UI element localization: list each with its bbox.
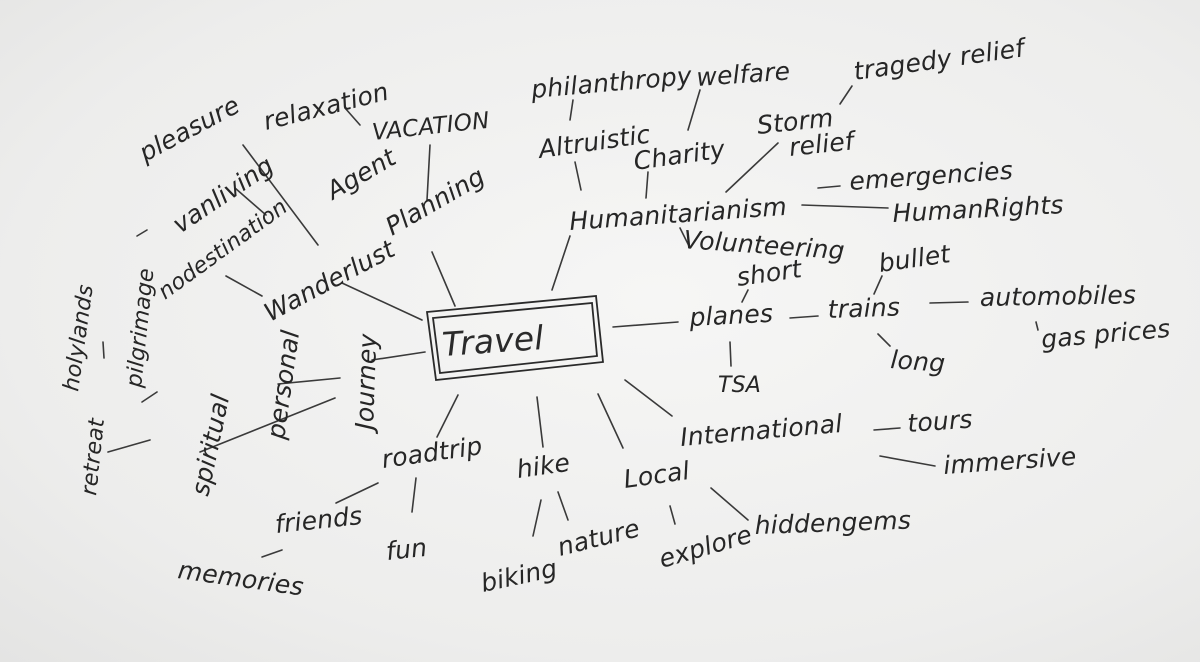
link-local-explore xyxy=(669,505,676,525)
node-tsa: TSA xyxy=(718,373,761,398)
link-humanitarianism-emergencies xyxy=(817,185,841,189)
link-travel-wanderlust xyxy=(341,282,423,321)
node-biking: biking xyxy=(478,553,559,597)
node-pleasure: pleasure xyxy=(133,90,244,168)
link-humanitarianism-humanrights xyxy=(801,204,889,209)
link-spiritual-retreat xyxy=(107,439,151,453)
node-wanderlust: Wanderlust xyxy=(259,234,400,328)
link-planes-trains xyxy=(789,315,819,319)
node-welfare: welfare xyxy=(695,57,791,92)
link-trains-bullet xyxy=(873,275,883,295)
center-node-box xyxy=(425,295,604,381)
node-hidden-gems: hiddengems xyxy=(754,506,911,540)
link-altruistic-philanthropy xyxy=(569,99,574,121)
link-international-tours xyxy=(873,427,901,431)
node-philanthropy: philanthropy xyxy=(529,61,694,104)
node-holylands: holylands xyxy=(59,283,99,393)
link-international-immersive xyxy=(879,455,936,467)
link-travel-journey xyxy=(371,351,426,361)
node-relief: relief xyxy=(788,126,859,162)
link-spiritual-pilgrimage xyxy=(141,391,158,403)
link-altruistic-humanitarianism xyxy=(574,161,582,191)
node-fun: fun xyxy=(385,533,429,566)
link-hike-nature xyxy=(557,491,569,521)
node-short: short xyxy=(735,254,805,292)
node-emergencies: emergencies xyxy=(848,156,1013,196)
link-hike-biking xyxy=(532,499,542,537)
link-humanitarianism-charity xyxy=(645,171,649,199)
link-travel-humanitarianism xyxy=(551,235,571,291)
node-international: International xyxy=(679,409,844,452)
link-storm-tragedy xyxy=(839,85,853,105)
link-planning-vacation xyxy=(426,144,431,201)
link-roadtrip-friends xyxy=(335,482,379,504)
link-wanderlust-nodestination xyxy=(225,275,263,297)
link-travel-planes xyxy=(612,321,679,328)
node-memories: memories xyxy=(176,555,305,601)
node-long: long xyxy=(890,345,947,378)
link-friends-memories xyxy=(261,549,283,558)
node-tragedy-relief: tragedy relief xyxy=(852,33,1029,86)
node-planning: Planning xyxy=(381,161,490,241)
link-humanitarianism-volunteering xyxy=(679,227,691,249)
center-node-box-inner xyxy=(431,302,598,374)
link-planes-short xyxy=(741,289,749,303)
link-travel-roadtrip xyxy=(436,394,459,438)
link-roadtrip-fun xyxy=(411,477,417,513)
node-vacation: VACATION xyxy=(371,108,491,146)
link-journey-personal xyxy=(277,377,341,385)
node-spiritual: spiritual xyxy=(186,392,236,499)
node-journey: Journey xyxy=(350,332,383,435)
link-pilgrimage-spiritual-top xyxy=(136,229,148,237)
link-agent-relaxation xyxy=(344,107,361,126)
node-trains: trains xyxy=(827,292,900,324)
link-travel-hike xyxy=(536,396,544,448)
link-wanderlust-vanliving xyxy=(242,144,319,246)
connector-lines xyxy=(102,85,1039,558)
node-bullet: bullet xyxy=(877,239,953,278)
link-planes-tsa xyxy=(729,341,732,367)
node-humanrights: HumanRights xyxy=(892,190,1065,228)
link-humanitarianism-storm xyxy=(725,142,779,193)
node-tours: tours xyxy=(906,405,973,438)
link-pilgrimage-holylands xyxy=(102,341,105,359)
node-friends: friends xyxy=(274,501,364,539)
mind-map-words: Travel Wanderlust Planning Agent VACATIO… xyxy=(59,33,1171,602)
node-retreat: retreat xyxy=(77,416,110,497)
node-local: Local xyxy=(622,456,692,494)
center-node-travel: Travel xyxy=(441,318,545,364)
node-planes: planes xyxy=(688,299,774,332)
link-charity-welfare xyxy=(687,89,701,131)
link-travel-local xyxy=(597,393,624,449)
link-nodestination-pleasure xyxy=(234,187,267,216)
link-automobiles-gasprices xyxy=(1035,321,1039,331)
link-local-hiddengems xyxy=(710,487,749,521)
link-travel-international xyxy=(624,379,673,417)
node-automobiles: automobiles xyxy=(980,280,1137,312)
node-pilgrimage: pilgrimage xyxy=(122,267,159,390)
link-journey-spiritual xyxy=(199,397,336,453)
link-trains-long xyxy=(877,333,891,347)
node-gas-prices: gas prices xyxy=(1040,314,1171,354)
node-explore: explore xyxy=(656,520,756,574)
node-personal: personal xyxy=(261,328,305,442)
link-travel-planning xyxy=(431,251,456,307)
node-roadtrip: roadtrip xyxy=(380,431,484,474)
link-trains-automobiles xyxy=(929,301,969,304)
node-hike: hike xyxy=(515,448,572,484)
node-agent: Agent xyxy=(320,142,402,206)
node-immersive: immersive xyxy=(942,442,1077,480)
